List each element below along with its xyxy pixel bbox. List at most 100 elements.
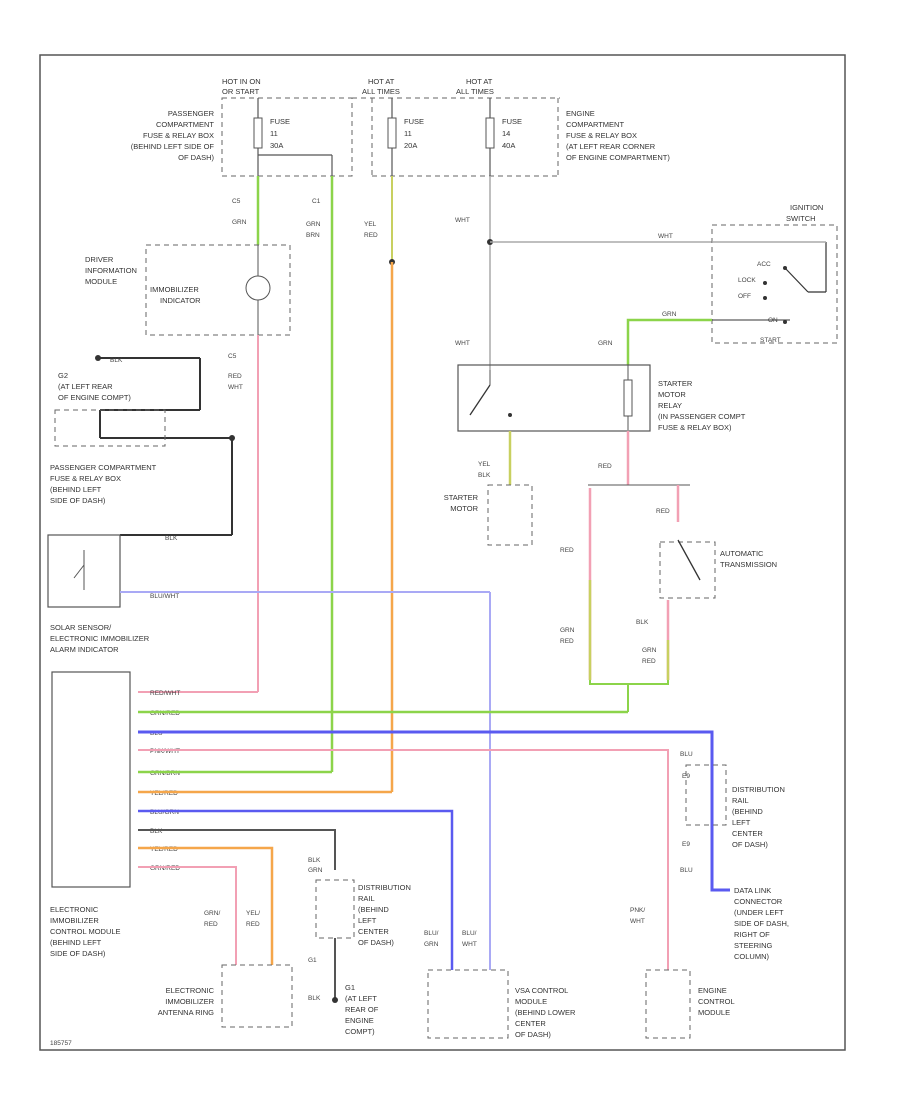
fuse-1-label: FUSE <box>270 117 290 126</box>
ignition-lock: LOCK <box>738 277 756 284</box>
g1-ground-text: G1 (AT LEFT REAR OF ENGINE COMPT) <box>345 983 379 1036</box>
immobilizer-antenna-ring <box>221 964 293 1028</box>
hot-in-on-label: HOT IN ON <box>222 77 261 86</box>
svg-text:(BEHIND: (BEHIND <box>732 807 763 816</box>
svg-text:ANTENNA RING: ANTENNA RING <box>158 1008 214 1017</box>
svg-text:RED/WHT: RED/WHT <box>150 690 180 697</box>
g1-blk-label: BLK <box>308 995 321 1002</box>
vsa-control-module <box>427 969 509 1039</box>
svg-text:RAIL: RAIL <box>358 894 375 903</box>
yel-red-ant-label: YEL/ <box>246 910 260 917</box>
ecm-pin-labels: RED/WHT GRN/RED BLU PNK/WHT GRN/BRN YEL/… <box>150 690 180 872</box>
svg-text:CONNECTOR: CONNECTOR <box>734 897 783 906</box>
diagram-frame <box>39 54 846 1051</box>
svg-text:ALARM INDICATOR: ALARM INDICATOR <box>50 645 119 654</box>
svg-text:LEFT: LEFT <box>358 916 377 925</box>
ignition-title-2: SWITCH <box>786 214 816 223</box>
wht-label-2: WHT <box>455 340 470 347</box>
pnk-wht-a-label: PNK/ <box>630 907 645 914</box>
hot-in-on-label-2: OR START <box>222 87 260 96</box>
solar-sensor <box>47 534 121 608</box>
svg-text:COMPARTMENT: COMPARTMENT <box>566 120 624 129</box>
svg-text:MOTOR: MOTOR <box>658 390 686 399</box>
red-r-label: RED <box>560 547 574 554</box>
svg-text:OF ENGINE COMPT): OF ENGINE COMPT) <box>58 393 131 402</box>
svg-text:REAR OF: REAR OF <box>345 1005 379 1014</box>
svg-text:IMMOBILIZER: IMMOBILIZER <box>50 916 99 925</box>
svg-text:GRN/RED: GRN/RED <box>150 710 180 717</box>
wht-c2-label: WHT <box>658 233 673 240</box>
automatic-transmission <box>659 541 716 599</box>
red-label: RED <box>364 232 378 239</box>
fuse-2-label: FUSE <box>404 117 424 126</box>
svg-text:COMPT): COMPT) <box>345 1027 375 1036</box>
svg-text:RIGHT OF: RIGHT OF <box>734 930 770 939</box>
hot-at-label-1b: ALL TIMES <box>362 87 400 96</box>
yel-label: YEL <box>364 221 377 228</box>
blu-bot-label: BLU <box>680 867 693 874</box>
engine-fuse-box-text: ENGINE COMPARTMENT FUSE & RELAY BOX (AT … <box>566 109 670 162</box>
svg-text:DISTRIBUTION: DISTRIBUTION <box>732 785 785 794</box>
grn-g-label: GRN <box>308 867 323 874</box>
blu-top-label: BLU <box>680 751 693 758</box>
passenger-relay-box <box>54 409 166 447</box>
c1-grn-label: GRN <box>306 221 321 228</box>
passenger-fuse-box-text: PASSENGER COMPARTMENT FUSE & RELAY BOX (… <box>131 109 215 162</box>
svg-text:G2: G2 <box>58 371 68 380</box>
wire-grn-start <box>626 318 712 365</box>
fuse-3-amp: 40A <box>502 141 515 150</box>
svg-text:IMMOBILIZER: IMMOBILIZER <box>165 997 214 1006</box>
red-grn-label: RED <box>656 508 670 515</box>
svg-text:INFORMATION: INFORMATION <box>85 266 137 275</box>
g2-blk-label: BLK <box>110 357 123 364</box>
blu-wht-label: BLU/WHT <box>150 593 179 600</box>
blk-a-label: BLK <box>636 619 649 626</box>
ignition-acc: ACC <box>757 261 771 268</box>
svg-text:CONTROL MODULE: CONTROL MODULE <box>50 927 121 936</box>
svg-text:OF DASH): OF DASH) <box>178 153 214 162</box>
svg-text:AUTOMATIC: AUTOMATIC <box>720 549 764 558</box>
ecm-module-text: ELECTRONIC IMMOBILIZER CONTROL MODULE (B… <box>50 905 121 958</box>
svg-text:DATA LINK: DATA LINK <box>734 886 771 895</box>
svg-text:FUSE & RELAY BOX: FUSE & RELAY BOX <box>50 474 121 483</box>
svg-text:MODULE: MODULE <box>85 277 117 286</box>
svg-text:G1: G1 <box>345 983 355 992</box>
svg-text:MODULE: MODULE <box>515 997 547 1006</box>
driver-information-module <box>145 244 291 336</box>
yel-blk-label-2: BLK <box>478 472 491 479</box>
svg-text:MOTOR: MOTOR <box>450 504 478 513</box>
svg-text:STARTER: STARTER <box>658 379 693 388</box>
svg-text:BLU/GRN: BLU/GRN <box>150 809 179 816</box>
driver-info-text: DRIVER INFORMATION MODULE <box>85 255 137 286</box>
solar-sensor-text: SOLAR SENSOR/ ELECTRONIC IMMOBILIZER ALA… <box>50 623 150 654</box>
ignition-switch <box>711 224 838 344</box>
fuse-3-number: 14 <box>502 129 510 138</box>
svg-text:SIDE OF DASH,: SIDE OF DASH, <box>734 919 789 928</box>
fuse-3-label: FUSE <box>502 117 522 126</box>
blu-grn-a-label: BLU/ <box>424 930 439 937</box>
svg-text:VSA CONTROL: VSA CONTROL <box>515 986 568 995</box>
ignition-title-1: IGNITION <box>790 203 823 212</box>
c1-label: C1 <box>312 198 321 205</box>
svg-text:RAIL: RAIL <box>732 796 749 805</box>
svg-text:GRN/RED: GRN/RED <box>150 865 180 872</box>
svg-text:INDICATOR: INDICATOR <box>160 296 201 305</box>
svg-text:(BEHIND: (BEHIND <box>358 905 389 914</box>
svg-text:SIDE OF DASH): SIDE OF DASH) <box>50 949 106 958</box>
svg-text:ELECTRONIC IMMOBILIZER: ELECTRONIC IMMOBILIZER <box>50 634 150 643</box>
blu-grn-b-label: GRN <box>424 941 439 948</box>
svg-text:FUSE & RELAY BOX): FUSE & RELAY BOX) <box>658 423 732 432</box>
antenna-text: ELECTRONIC IMMOBILIZER ANTENNA RING <box>158 986 215 1017</box>
svg-text:DRIVER: DRIVER <box>85 255 114 264</box>
c1-brn-label: BRN <box>306 232 320 239</box>
pnk-wht-b-label: WHT <box>630 918 645 925</box>
immobilizer-indicator-text: IMMOBILIZER INDICATOR <box>150 285 201 305</box>
svg-text:CONTROL: CONTROL <box>698 997 735 1006</box>
svg-text:ENGINE: ENGINE <box>698 986 727 995</box>
distribution-bot-text: DISTRIBUTION RAIL (BEHIND LEFT CENTER OF… <box>358 883 411 947</box>
yel-blk-label-1: YEL <box>478 461 491 468</box>
svg-text:(BEHIND LEFT: (BEHIND LEFT <box>50 938 102 947</box>
data-link-connector-text: DATA LINK CONNECTOR (UNDER LEFT SIDE OF … <box>734 886 789 961</box>
svg-text:MODULE: MODULE <box>698 1008 730 1017</box>
